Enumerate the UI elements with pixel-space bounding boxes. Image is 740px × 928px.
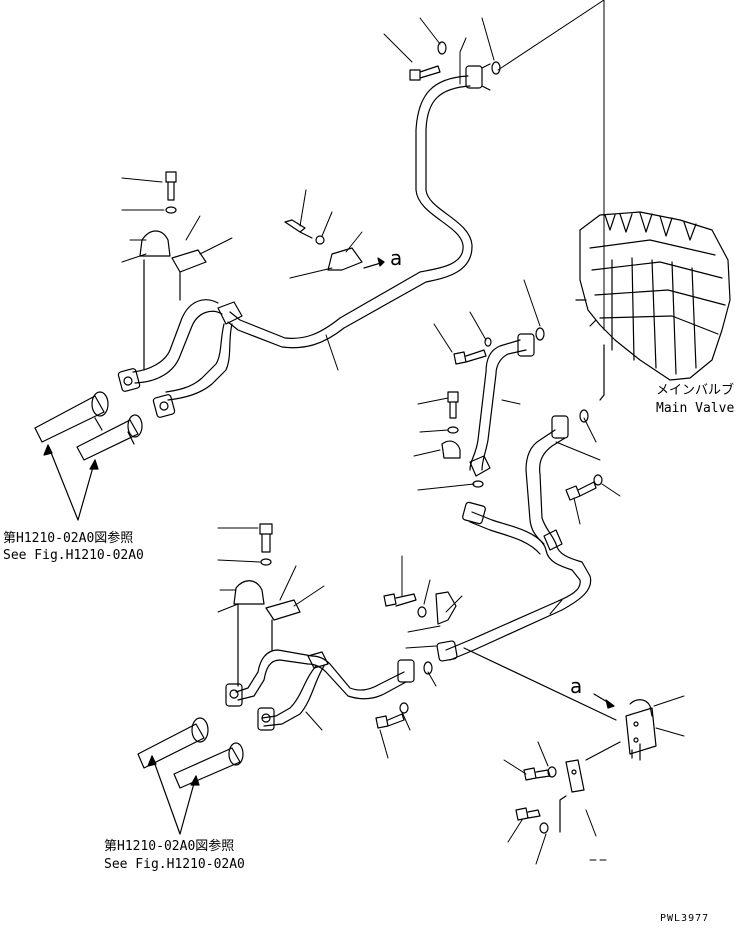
reference-note-upper-en: See Fig.H1210-02A0 <box>3 548 144 563</box>
upper-pipe-assembly <box>34 41 501 461</box>
callout-a-lower: a <box>570 674 583 698</box>
drawing-code: PWL3977 <box>660 913 710 924</box>
lower-pipe-assembly <box>137 523 457 789</box>
reference-note-lower-jp: 第H1210-02A0図参照 <box>104 839 235 854</box>
main-valve-label-jp: メインバルブ <box>656 383 735 398</box>
main-valve <box>575 211 731 381</box>
main-valve-label-en: Main Valve <box>656 401 735 416</box>
reference-arrows-lower <box>147 755 200 835</box>
reference-note-upper-jp: 第H1210-02A0図参照 <box>3 531 134 546</box>
leader-lines-lower <box>217 527 463 759</box>
detail-a <box>463 647 657 834</box>
leader-lines-upper <box>121 0 605 371</box>
callout-arrowhead-upper <box>377 257 385 267</box>
callout-a-upper: a <box>390 246 403 270</box>
leader-lines-middle <box>413 279 621 615</box>
leader-lines-detail <box>503 695 685 865</box>
middle-pipe-assembly <box>436 327 605 662</box>
reference-arrows-upper <box>43 444 99 521</box>
reference-note-lower-en: See Fig.H1210-02A0 <box>104 857 245 872</box>
